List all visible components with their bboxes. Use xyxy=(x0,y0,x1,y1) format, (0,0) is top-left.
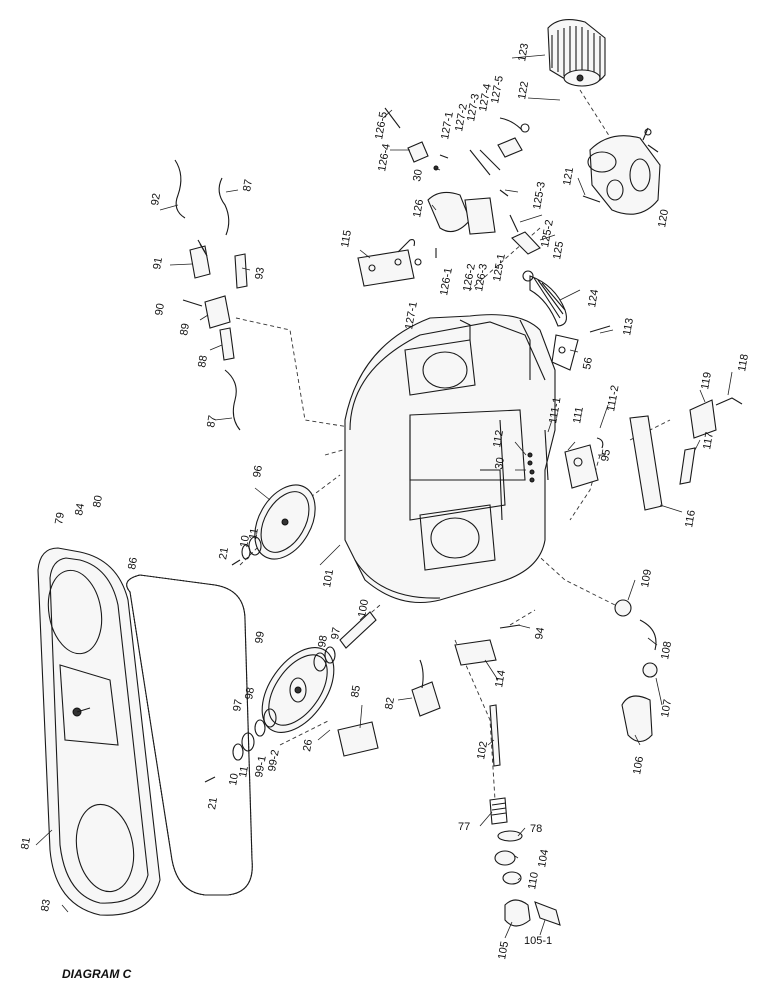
label-97-lower: 97 xyxy=(231,698,245,712)
label-127-1: 127-1 xyxy=(439,111,456,141)
label-21-upper: 21 xyxy=(217,546,231,560)
label-118: 118 xyxy=(736,353,751,372)
label-125-1: 125-1 xyxy=(491,253,508,283)
label-91: 91 xyxy=(151,256,165,270)
label-94: 94 xyxy=(533,626,547,640)
label-117: 117 xyxy=(701,431,716,450)
label-79: 79 xyxy=(53,511,67,525)
tension-assembly xyxy=(357,107,611,371)
label-102: 102 xyxy=(475,740,490,760)
label-85: 85 xyxy=(349,684,363,698)
label-113: 113 xyxy=(621,317,636,336)
label-96: 96 xyxy=(251,464,265,478)
label-90: 90 xyxy=(153,302,167,316)
label-126-1: 126-1 xyxy=(438,267,455,297)
label-56: 56 xyxy=(581,356,595,370)
label-116: 116 xyxy=(683,509,698,528)
label-110: 110 xyxy=(526,871,541,890)
bottom-stack xyxy=(489,704,561,927)
lower-drive-wheel xyxy=(204,646,336,783)
label-125: 125 xyxy=(551,240,566,260)
label-26: 26 xyxy=(301,738,315,752)
label-11-lower: 11 xyxy=(237,765,251,778)
label-80: 80 xyxy=(91,494,105,508)
label-30-upper: 30 xyxy=(411,168,425,182)
lower-wheel-cover xyxy=(37,547,161,916)
upper-wheel xyxy=(231,484,316,566)
label-126-2: 126-2 xyxy=(461,263,478,293)
label-106: 106 xyxy=(631,755,646,775)
label-108: 108 xyxy=(659,640,674,660)
label-21-lower: 21 xyxy=(206,796,220,810)
label-87-upper: 87 xyxy=(241,178,255,192)
label-124: 124 xyxy=(586,288,601,308)
main-frame xyxy=(344,314,556,603)
label-121: 121 xyxy=(561,166,576,186)
label-125-2: 125-2 xyxy=(539,219,556,249)
label-126-4: 126-4 xyxy=(376,143,393,173)
label-95: 95 xyxy=(599,448,613,462)
label-126: 126 xyxy=(411,198,426,218)
label-104: 104 xyxy=(536,848,551,868)
label-114: 114 xyxy=(493,669,508,688)
label-127-3: 127-3 xyxy=(465,93,482,123)
drive-belt xyxy=(126,574,253,896)
label-99-2: 99-2 xyxy=(266,749,282,773)
label-30-lower: 30 xyxy=(493,456,507,470)
label-101: 101 xyxy=(321,568,336,588)
switch-assembly xyxy=(337,624,521,757)
label-127-2: 127-2 xyxy=(453,103,470,133)
label-11-upper: 11 xyxy=(247,527,261,540)
label-10-lower: 10 xyxy=(227,772,241,786)
label-120: 120 xyxy=(656,208,671,228)
label-98-lower: 98 xyxy=(243,686,257,700)
label-127-4: 127-4 xyxy=(477,83,494,113)
label-98-upper: 98 xyxy=(316,634,330,648)
label-111-1: 111-1 xyxy=(547,396,563,424)
handle-assembly xyxy=(614,599,658,743)
label-86: 86 xyxy=(126,556,140,570)
label-105: 105 xyxy=(496,940,511,960)
label-109: 109 xyxy=(639,568,654,588)
label-82: 82 xyxy=(383,696,397,710)
label-111: 111 xyxy=(571,406,586,425)
gearbox xyxy=(582,127,661,215)
label-122: 122 xyxy=(516,80,531,100)
diagram-caption: DIAGRAM C xyxy=(62,967,132,981)
label-126-3: 126-3 xyxy=(473,263,490,293)
label-127-5: 127-5 xyxy=(489,75,506,105)
label-99: 99 xyxy=(253,630,267,644)
label-105-1: 105-1 xyxy=(524,935,552,947)
label-99-1: 99-1 xyxy=(253,755,269,779)
motor xyxy=(547,19,606,87)
label-111-2: 111-2 xyxy=(605,384,621,412)
label-97-upper: 97 xyxy=(329,626,343,640)
label-123: 123 xyxy=(516,42,531,62)
label-81: 81 xyxy=(19,836,33,850)
label-125-3: 125-3 xyxy=(531,181,548,211)
label-77: 77 xyxy=(458,821,470,833)
label-83: 83 xyxy=(39,898,53,912)
label-89: 89 xyxy=(178,322,192,336)
label-87-lower: 87 xyxy=(205,414,219,428)
label-112: 112 xyxy=(491,429,506,448)
label-126-5: 126-5 xyxy=(373,111,390,141)
shaft-100 xyxy=(339,611,377,649)
leader-lines xyxy=(35,54,733,939)
part-labels: 123 122 126-5 127-1 127-2 127-3 127-4 12… xyxy=(19,42,751,960)
label-10-upper: 10 xyxy=(238,534,252,548)
label-100: 100 xyxy=(356,598,371,618)
label-115: 115 xyxy=(339,229,354,248)
label-84: 84 xyxy=(73,502,87,516)
label-119: 119 xyxy=(699,371,714,390)
label-92: 92 xyxy=(149,192,163,206)
label-107: 107 xyxy=(659,698,674,718)
hose-assembly xyxy=(174,159,248,431)
label-78: 78 xyxy=(530,823,542,835)
label-88: 88 xyxy=(196,354,210,368)
label-127-1-lower: 127-1 xyxy=(403,301,420,331)
label-93: 93 xyxy=(253,266,267,280)
